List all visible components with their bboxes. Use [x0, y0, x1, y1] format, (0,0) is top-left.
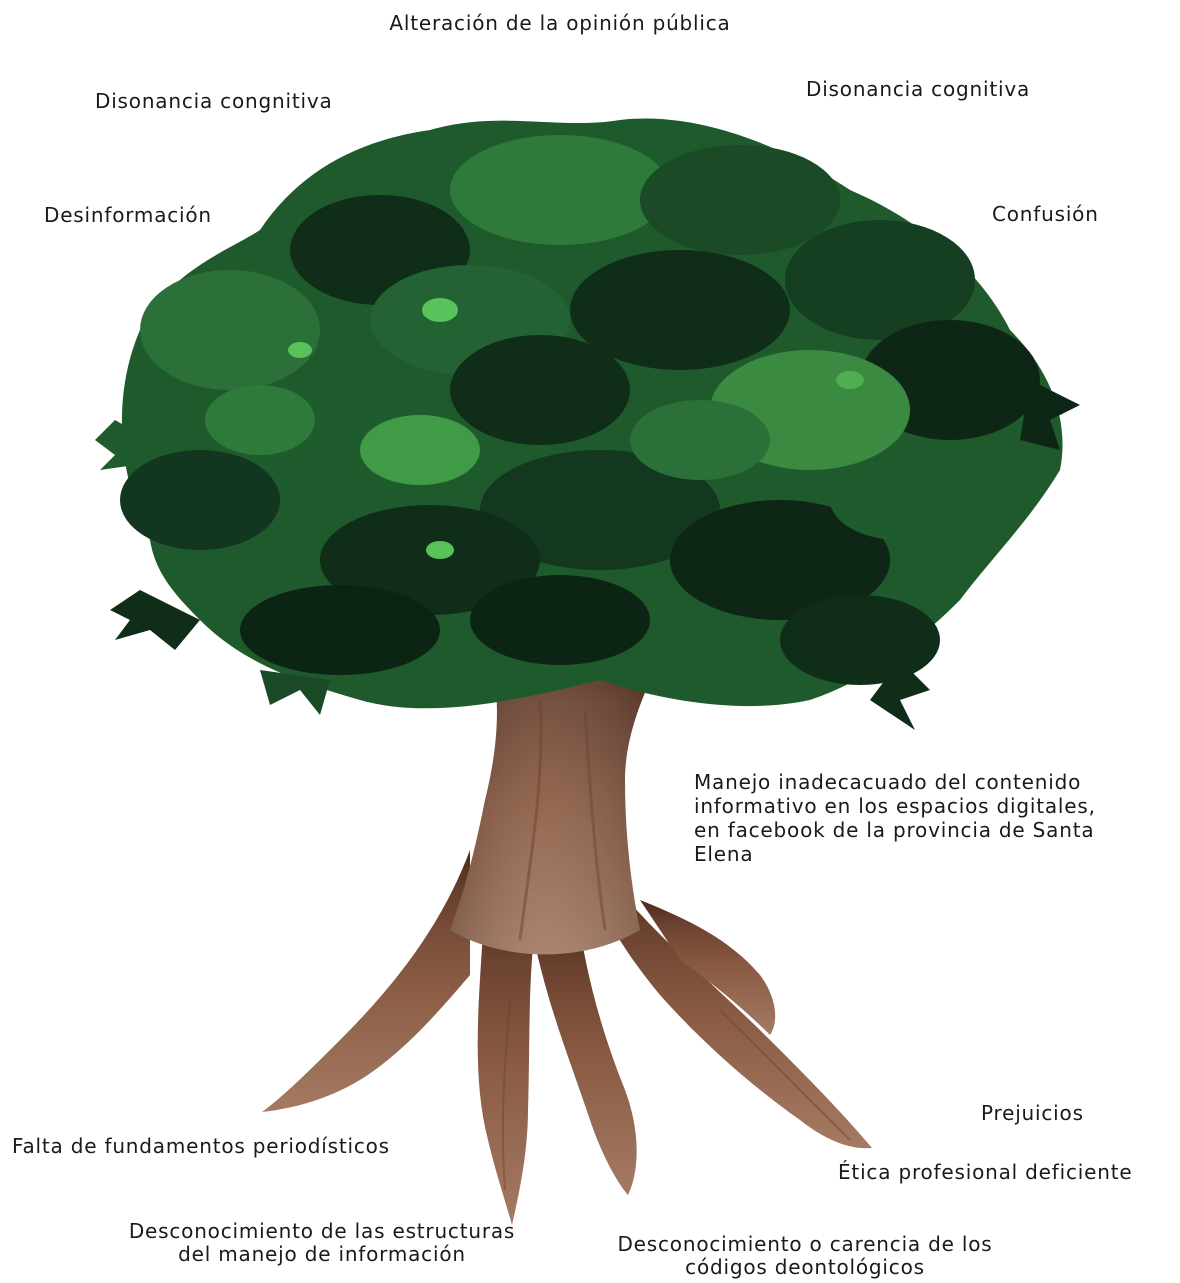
- cause-structures: Desconocimiento de las estructuras del m…: [72, 1220, 572, 1266]
- canopy-highlight: [426, 541, 454, 559]
- canopy-blob: [470, 575, 650, 665]
- canopy-blob: [630, 400, 770, 480]
- canopy-blob: [205, 385, 315, 455]
- cause-codes-line: Desconocimiento o carencia de los: [555, 1233, 1055, 1256]
- canopy-blob: [450, 335, 630, 445]
- central-problem-line: informativo en los espacios digitales,: [694, 794, 1096, 818]
- canopy-blob: [360, 415, 480, 485]
- effect-confusion: Confusión: [992, 202, 1099, 227]
- cause-codes-line: códigos deontológicos: [555, 1256, 1055, 1279]
- central-problem: Manejo inadecacuado del contenido inform…: [694, 770, 1096, 866]
- canopy-blob: [240, 585, 440, 675]
- canopy-blob: [830, 460, 970, 540]
- cause-prejudices: Prejuicios: [981, 1101, 1084, 1126]
- effect-dissonance-right: Disonancia cognitiva: [806, 77, 1030, 102]
- canopy-blob: [450, 135, 670, 245]
- cause-deontological-codes: Desconocimiento o carencia de los código…: [555, 1233, 1055, 1279]
- canopy-highlight: [288, 342, 312, 358]
- cause-structures-line: Desconocimiento de las estructuras: [72, 1220, 572, 1243]
- canopy-edge: [1020, 380, 1080, 450]
- central-problem-line: Elena: [694, 842, 1096, 866]
- canopy-highlight: [422, 298, 458, 322]
- tree-canopy: [95, 118, 1080, 730]
- root-left: [262, 850, 470, 1112]
- root-center: [530, 920, 637, 1195]
- central-problem-line: Manejo inadecacuado del contenido: [694, 770, 1096, 794]
- canopy-blob: [780, 595, 940, 685]
- cause-deficient-ethics: Ética profesional deficiente: [838, 1160, 1132, 1185]
- effect-public-opinion: Alteración de la opinión pública: [240, 11, 880, 36]
- cause-structures-line: del manejo de información: [72, 1243, 572, 1266]
- central-problem-line: en facebook de la provincia de Santa: [694, 818, 1096, 842]
- canopy-blob: [140, 270, 320, 390]
- effect-dissonance-left: Disonancia congnitiva: [95, 89, 333, 114]
- effect-disinformation: Desinformación: [44, 203, 212, 228]
- canopy-highlight: [836, 371, 864, 389]
- canopy-blob: [120, 450, 280, 550]
- cause-lack-fundamentals: Falta de fundamentos periodísticos: [12, 1134, 390, 1159]
- root-right: [600, 880, 872, 1148]
- bark-streak: [720, 1010, 850, 1140]
- canopy-blob: [640, 145, 840, 255]
